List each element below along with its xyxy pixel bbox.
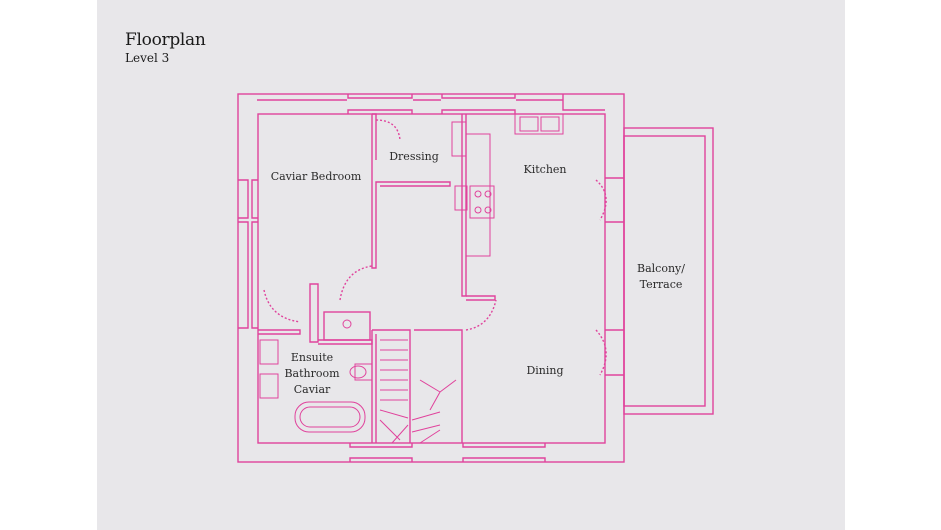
kitchen-fixtures: [451, 113, 564, 257]
room-ensuite-line3: Caviar: [294, 383, 331, 396]
room-balcony-line1: Balcony/: [637, 262, 685, 275]
outer-walls: [237, 93, 625, 463]
bathroom-fixtures: [259, 319, 373, 433]
room-kitchen: Kitchen: [524, 163, 567, 176]
room-ensuite-line2: Bathroom: [284, 367, 340, 380]
balcony-outline: [623, 127, 714, 415]
staircase: [379, 339, 457, 444]
room-dressing: Dressing: [389, 150, 439, 163]
floorplan-panel: [97, 0, 845, 530]
room-balcony-line2: Terrace: [640, 278, 683, 291]
page-title: Floorplan: [125, 30, 206, 50]
interior-walls: [258, 113, 496, 443]
room-dining: Dining: [526, 364, 563, 377]
level-label: Level 3: [125, 51, 170, 65]
room-ensuite-line1: Ensuite: [291, 351, 333, 364]
door-swings: [263, 119, 607, 376]
room-caviar-bedroom: Caviar Bedroom: [271, 170, 362, 183]
